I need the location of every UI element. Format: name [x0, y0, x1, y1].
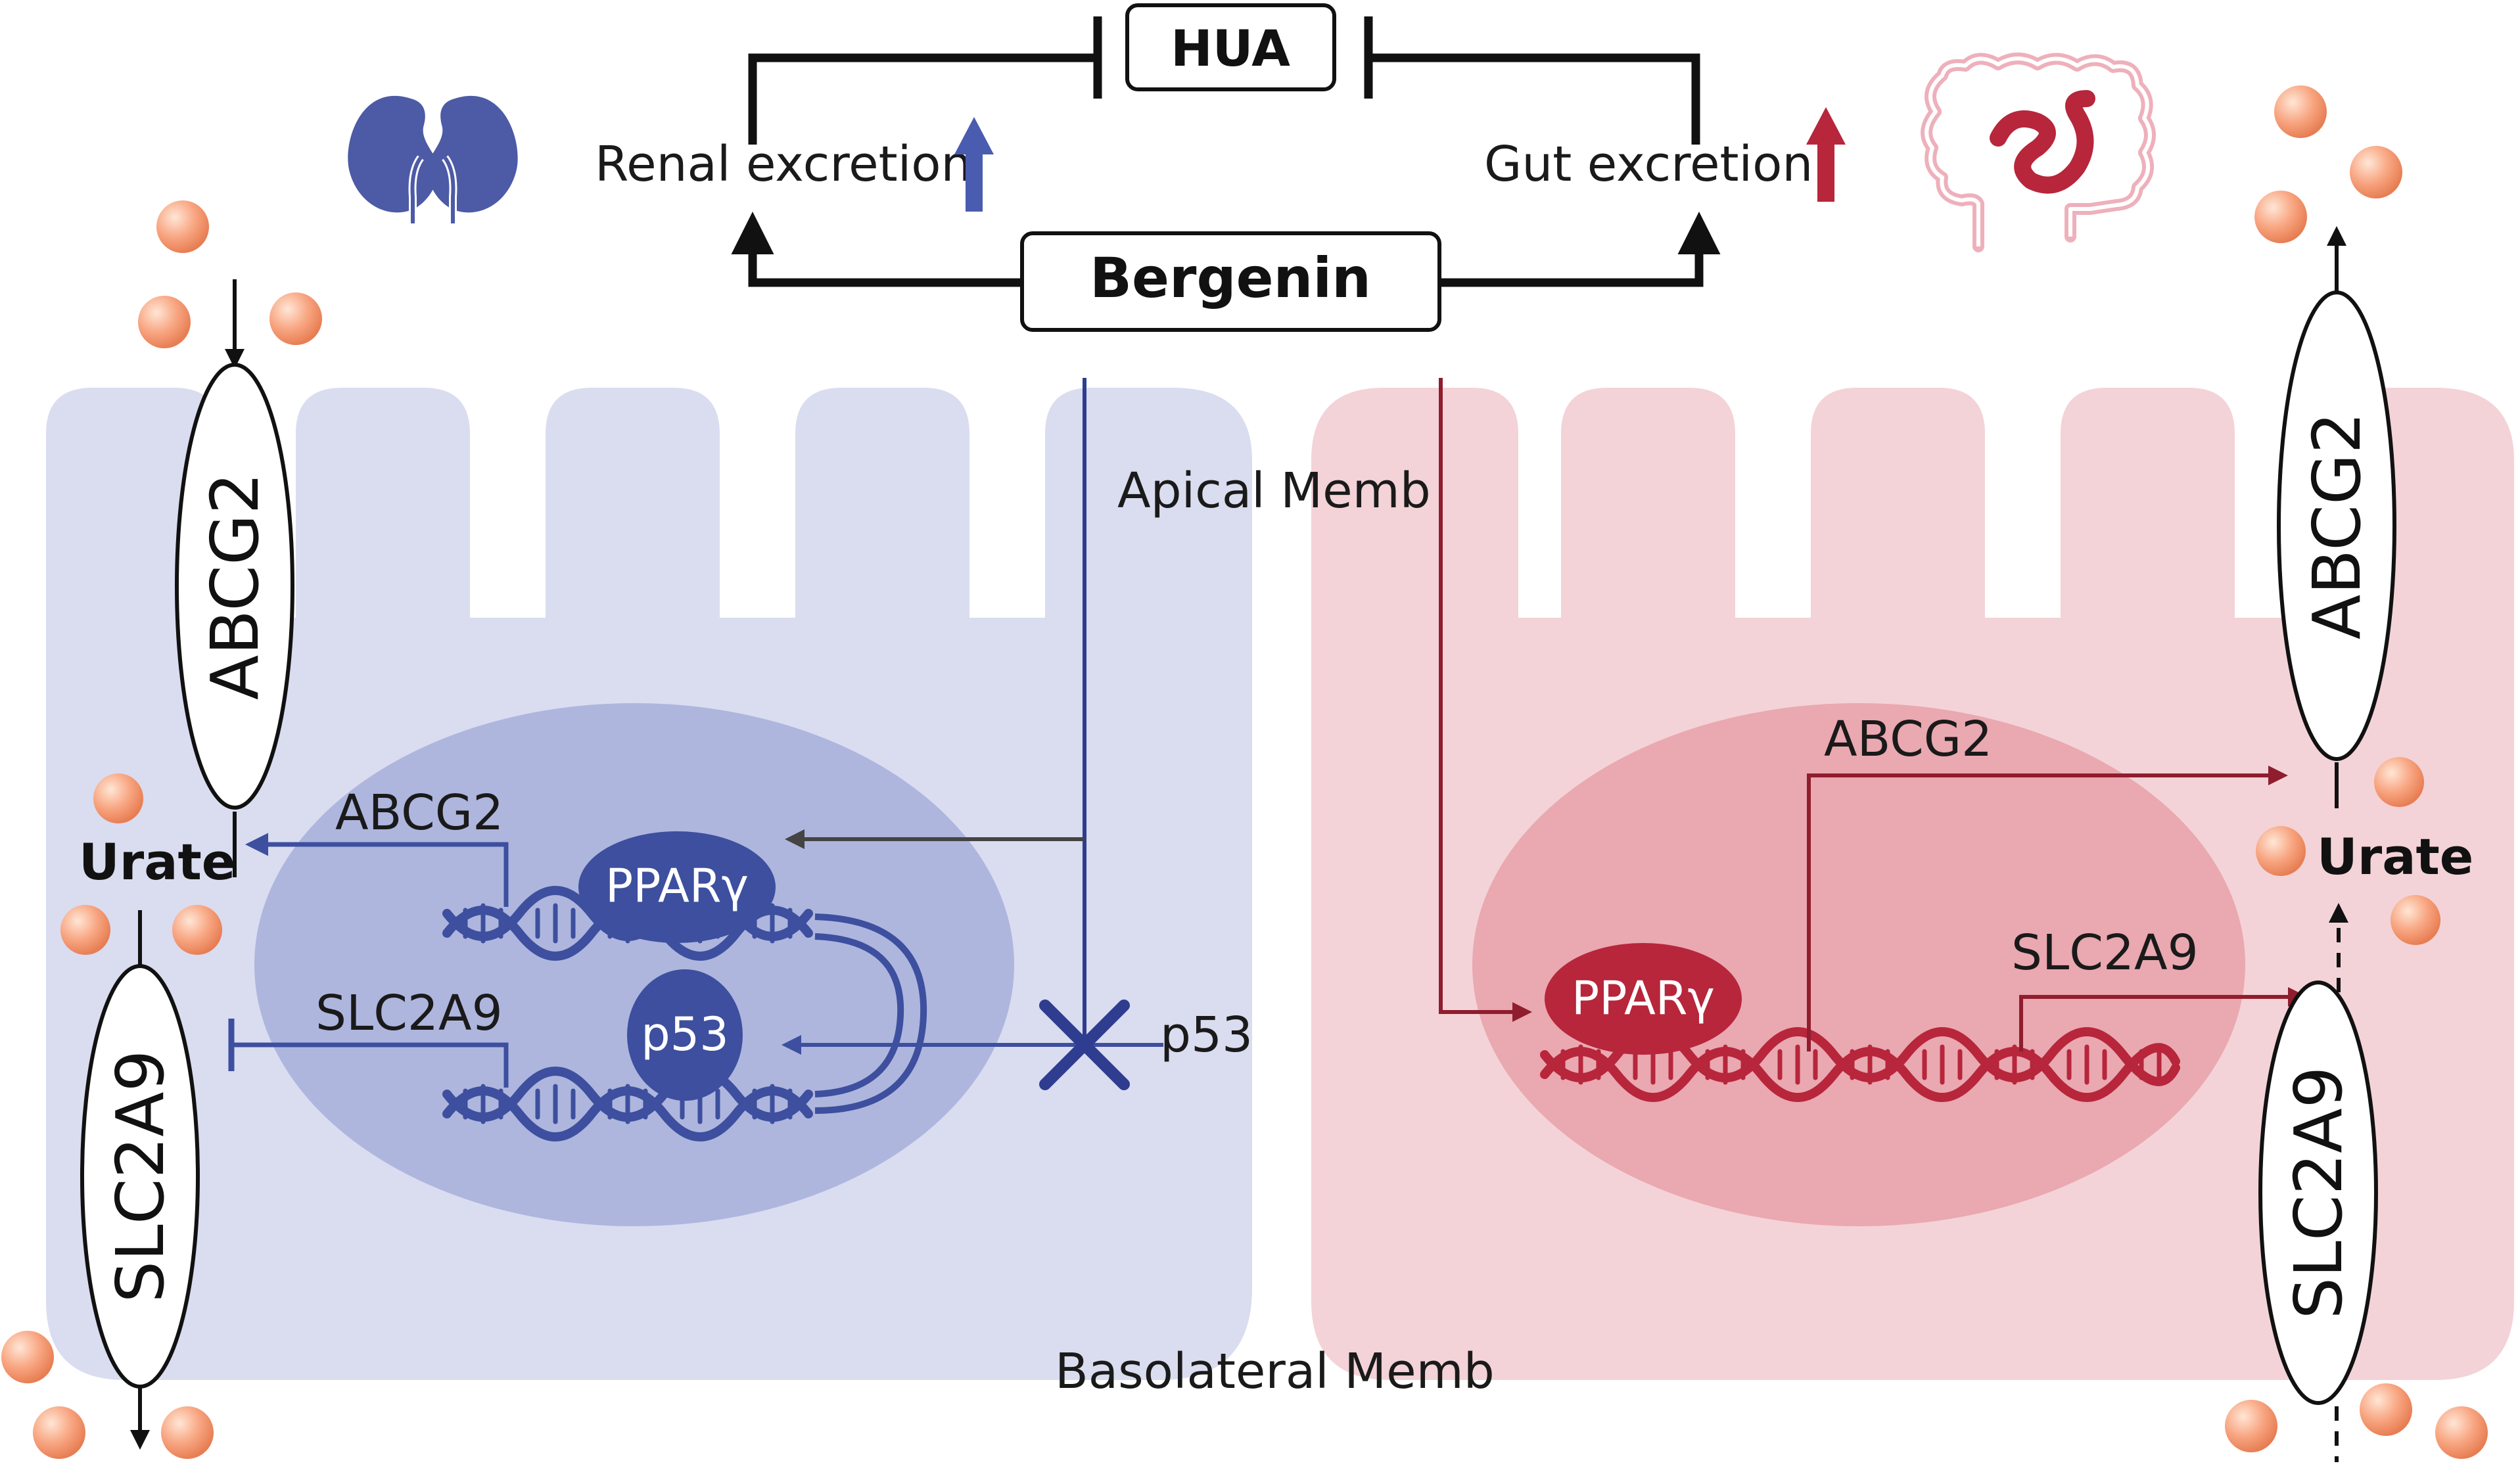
gut-excretion-label: Gut excretion	[1484, 136, 1813, 193]
kidney-slc2a9-transporter	[80, 964, 200, 1389]
urate-particle	[2274, 85, 2327, 138]
urate-particle	[172, 905, 222, 955]
kidney-gene-abcg2-label: ABCG2	[335, 785, 503, 841]
renal-excretion-label: Renal excretion	[595, 136, 971, 193]
hua-box	[1125, 3, 1336, 91]
kidney-abcg2-transporter-label: ABCG2	[197, 472, 273, 700]
urate-particles	[1, 85, 2488, 1459]
urate-particle	[161, 1406, 214, 1459]
bergenin-label: Bergenin	[1090, 246, 1371, 310]
gut-urate-label: Urate	[2317, 827, 2473, 886]
urate-particle	[2254, 191, 2307, 243]
top-panel: HUA Bergenin Renal excretion Gut excreti…	[348, 3, 2156, 332]
urate-particle	[33, 1406, 85, 1459]
gut-abcg2-transporter	[2277, 290, 2396, 761]
gut-up-arrow-icon	[1806, 107, 1846, 202]
urate-particle	[2256, 826, 2306, 876]
bergenin-box	[1020, 231, 1441, 332]
kidney-slc2a9-transporter-label: SLC2A9	[102, 1050, 179, 1303]
gut-dna	[1540, 1027, 2180, 1102]
gut-details: PPARγ ABCG2 SLC2A9 ABCG2 Urate SLC2A9	[1439, 226, 2473, 1462]
urate-particle	[60, 905, 110, 955]
urate-particle	[2225, 1400, 2277, 1452]
urate-particle	[269, 292, 322, 345]
intestine-icon	[1921, 53, 2156, 252]
urate-particle	[156, 200, 209, 253]
urate-particle	[2360, 1383, 2412, 1436]
gut-slc2a9-transporter	[2258, 980, 2378, 1405]
gut-abcg2-transporter-label: ABCG2	[2298, 412, 2375, 639]
inhibition-cross-icon	[1039, 1000, 1130, 1090]
urate-particle	[2435, 1406, 2488, 1459]
gut-slc2a9-transporter-label: SLC2A9	[2280, 1067, 2357, 1320]
apical-membrane-label: Apical Memb	[1117, 463, 1431, 519]
kidney-ppar-blob	[578, 831, 776, 943]
kidney-p53-blob	[627, 969, 743, 1101]
urate-particle	[2350, 146, 2402, 198]
gut-gene-slc2a9-label: SLC2A9	[2011, 925, 2199, 981]
kidney-ppar-label: PPARγ	[605, 859, 749, 913]
gut-gene-abcg2-label: ABCG2	[1824, 711, 1992, 768]
gut-ppar-label: PPARγ	[1572, 971, 1715, 1025]
renal-up-arrow-icon	[954, 117, 994, 212]
kidney-gene-slc2a9-label: SLC2A9	[315, 985, 503, 1042]
urate-particle	[2374, 757, 2424, 807]
kidney-nucleus	[254, 703, 1014, 1226]
gut-ppar-blob	[1545, 943, 1742, 1055]
kidney-details: p53	[79, 279, 1253, 1450]
urate-particle	[2391, 895, 2440, 945]
urate-particle	[1, 1331, 54, 1383]
kidney-dna-lower	[442, 1067, 813, 1141]
hua-label: HUA	[1171, 19, 1290, 78]
kidney-p53-label: p53	[641, 1007, 729, 1061]
kidney-abcg2-transporter	[175, 363, 294, 810]
urate-particle	[93, 773, 143, 823]
urate-particle	[138, 296, 191, 348]
kidney-p53-inhibited-label: p53	[1160, 1007, 1253, 1063]
kidney-urate-label: Urate	[79, 833, 235, 891]
basolateral-membrane-label: Basolateral Memb	[1055, 1343, 1495, 1400]
kidney-icon	[348, 95, 518, 223]
